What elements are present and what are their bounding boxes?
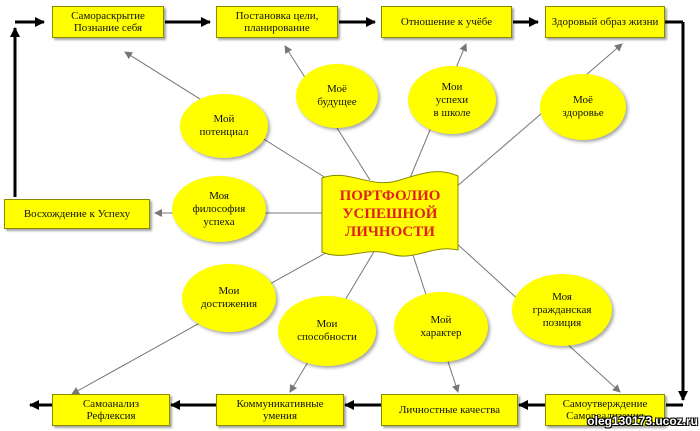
box-self-discovery: Самораскрытие Познание себя <box>52 6 164 38</box>
ellipse-my-potential: Мой потенциал <box>180 94 268 158</box>
box-ascent-to-success: Восхождение к Успеху <box>4 199 150 229</box>
box-attitude-to-study: Отношение к учёбе <box>381 6 512 38</box>
box-goal-setting: Постановка цели, планирование <box>216 6 338 38</box>
center-title: ПОРТФОЛИО УСПЕШНОЙ ЛИЧНОСТИ <box>339 188 441 240</box>
box-self-affirmation: Самоутверждение Самореализация <box>545 394 665 426</box>
watermark-text: oleg130173.ucoz.ru <box>587 414 698 428</box>
ellipse-my-abilities: Мои способности <box>278 296 376 366</box>
link-to-health <box>454 43 623 189</box>
ellipse-my-philosophy: Моя философия успеха <box>172 176 266 242</box>
ellipse-my-achievements: Мои достижения <box>182 264 276 332</box>
ellipse-my-health: Моё здоровье <box>540 74 626 140</box>
ellipse-my-character: Мой характер <box>394 292 488 362</box>
ellipse-civic-position: Моя гражданская позиция <box>512 274 612 346</box>
box-self-analysis: Самоанализ Рефлексия <box>52 394 170 426</box>
center-banner-shape <box>321 171 459 257</box>
box-communication-skills: Коммуникативные умения <box>216 394 344 426</box>
ellipse-my-school-success: Мои успехи в школе <box>408 66 496 134</box>
ellipse-my-future: Моё будущее <box>296 64 378 128</box>
box-personal-qualities: Личностные качества <box>381 394 518 426</box>
frame-arrows <box>10 17 688 410</box>
box-healthy-lifestyle: Здоровый образ жизни <box>545 6 665 38</box>
